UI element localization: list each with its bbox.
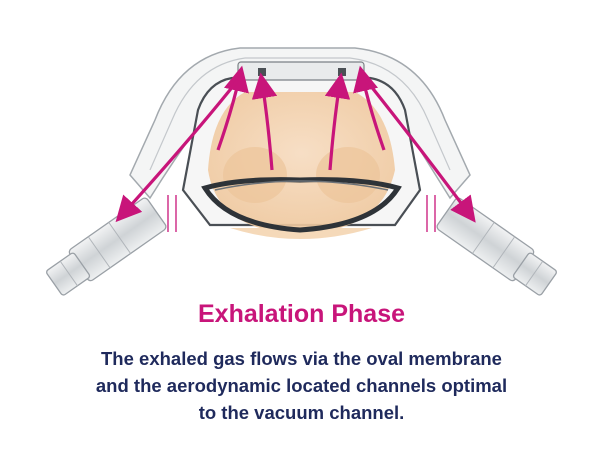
right-vacuum-tube bbox=[436, 197, 557, 296]
exhalation-flow-arrows bbox=[115, 65, 476, 223]
diagram-caption: The exhaled gas flows via the oval membr… bbox=[40, 345, 563, 426]
flow-arrow-right-outer bbox=[353, 65, 386, 151]
flow-arrow-to-right-tube bbox=[364, 79, 476, 223]
mask-illustration bbox=[46, 47, 557, 296]
diagram-title: Exhalation Phase bbox=[197, 300, 406, 328]
caption-line: to the vacuum channel. bbox=[198, 402, 405, 423]
oval-membrane bbox=[201, 177, 402, 233]
left-vacuum-tube bbox=[46, 197, 167, 296]
flow-arrow-left-inner bbox=[251, 72, 278, 171]
caption-line: and the aerodynamic located channels opt… bbox=[95, 375, 508, 396]
flow-arrow-to-left-tube bbox=[115, 79, 240, 223]
flow-arrow-right-inner bbox=[324, 72, 351, 171]
caption-line: The exhaled gas flows via the oval membr… bbox=[101, 348, 502, 369]
